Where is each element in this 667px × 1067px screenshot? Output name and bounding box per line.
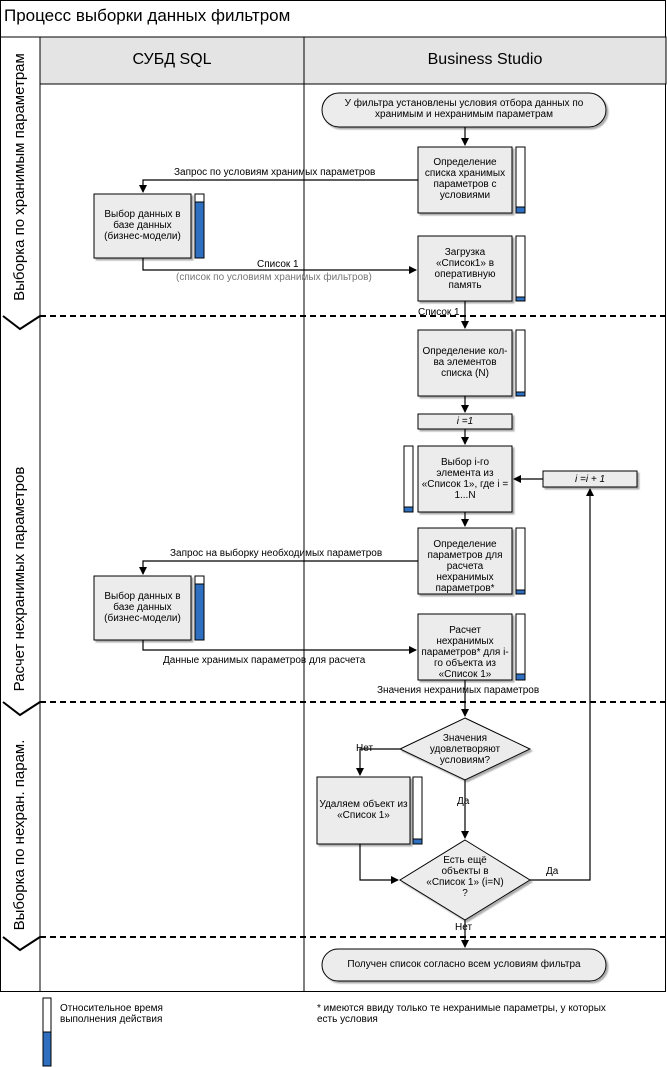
select-db2-text: Выбор данных в базе данных (бизнес-модел… [104,591,181,624]
define-params-text: Определение параметров для расчета нехра… [427,539,503,594]
phase-label-stored: Выборка по хранимым параметрам [11,53,28,301]
calc-text: Расчет нехранимых параметров* для i-го о… [421,625,509,680]
phase-label-nonstored: Выборка по нехран. парам. [11,739,28,931]
edge-label-list1: Список 1 [257,259,299,270]
end-terminal [321,948,607,982]
start-text: У фильтра установлены условия отбора дан… [344,98,584,120]
legend-note: * имеются ввиду только те нехранимые пар… [317,1003,606,1025]
box-select-item [417,445,513,513]
edge-label-list1-b: Список 1 [418,307,460,318]
edge-label-query-stored: Запрос по условиям хранимых параметров [174,167,376,178]
edge-label-no1: Нет [356,743,374,754]
phase-chevrons [2,315,41,952]
delete-text: Удаляем объект из «Список 1» [319,799,408,821]
diagram-title: Процесс выборки данных фильтром [4,6,291,25]
define-list-text: Определение списка хранимых параметров с… [424,157,506,201]
load-text: Загрузка «Список1» в оперативную память [434,247,496,291]
time-bars [42,146,526,1067]
lane-header-sql: СУБД SQL [132,51,212,68]
box-delete [316,776,411,845]
edge-label-values: Значения нехранимых параметров [377,685,540,696]
count-text: Определение кол-ва элементов списка (N) [422,346,508,379]
end-text: Получен список согласно всем условиям фи… [347,959,581,970]
decision-2-text: Есть ещё объекты в «Список 1» (i=N) ? [426,855,504,899]
i-init-text: i =1 [456,416,474,427]
decision-1-text: Значения удовлетворяют условиям? [429,733,501,766]
start-terminal [321,92,607,128]
box-select-db1 [93,193,192,259]
select-db1-text: Выбор данных в базе данных (бизнес-модел… [104,209,181,242]
box-define-list [417,146,513,214]
select-item-text: Выбор i-го элемента из «Список 1», где i… [421,457,509,501]
box-calc [417,613,513,681]
edge-label-yes2: Да [546,866,559,877]
edge-label-list1-note: (список по условиям хранимых фильтров) [176,272,372,283]
edge-label-query-needed: Запрос на выборку необходимых параметров [170,548,383,559]
edge-label-no2: Нет [455,922,473,933]
edge-label-yes1: Да [457,796,470,807]
box-select-db2 [93,575,192,641]
box-define-params [417,527,513,595]
phase-separators [40,315,666,938]
phase-label-calc: Расчет нехранимых параметров [11,466,28,692]
edge-label-stored-data: Данные хранимых параметров для расчета [163,655,366,666]
lane-header-business-studio: Business Studio [427,51,543,68]
i-inc-text: i =i + 1 [574,474,606,485]
legend-text: Относительное время выполнения действия [60,1003,163,1025]
